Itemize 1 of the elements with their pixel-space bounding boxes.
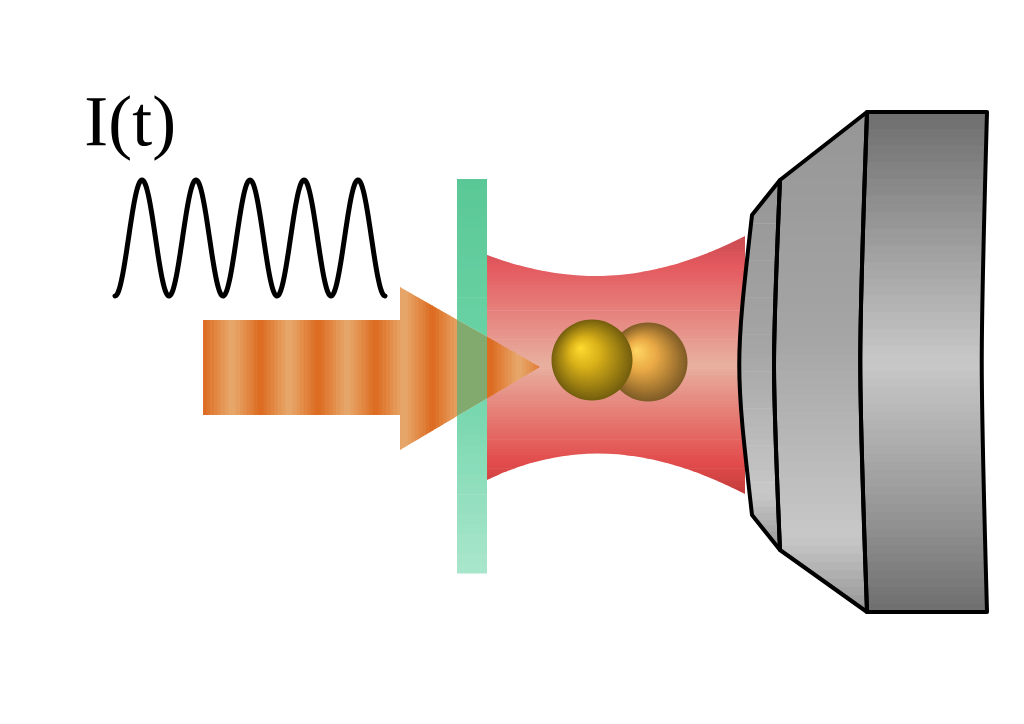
intensity-label: I(t) [86, 95, 173, 161]
